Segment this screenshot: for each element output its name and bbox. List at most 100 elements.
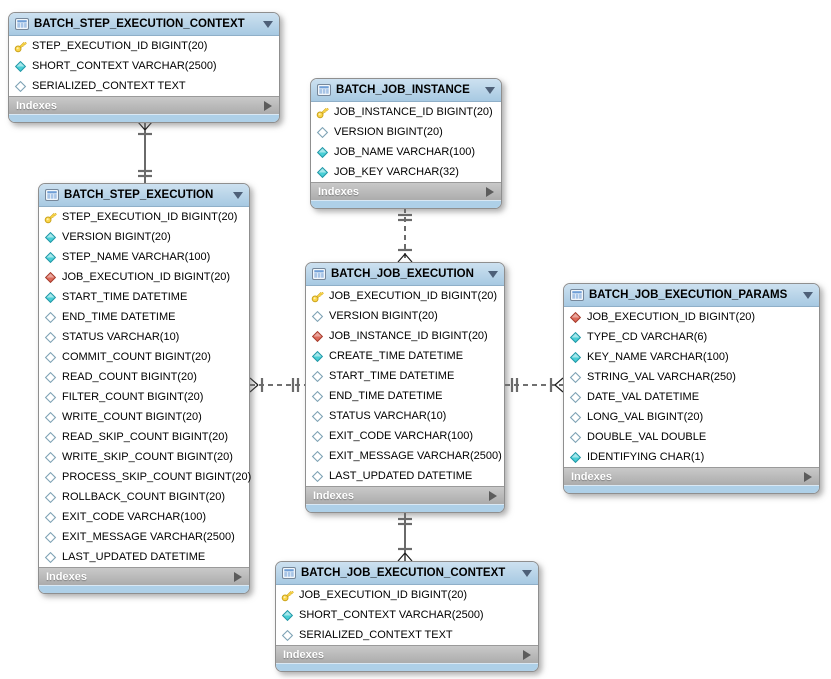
column-row-job_execution_id[interactable]: JOB_EXECUTION_ID BIGINT(20) (39, 267, 249, 287)
column-row-job_instance_id[interactable]: JOB_INSTANCE_ID BIGINT(20) (311, 102, 501, 122)
column-row-commit_count[interactable]: COMMIT_COUNT BIGINT(20) (39, 347, 249, 367)
table-node-batch_step_execution[interactable]: BATCH_STEP_EXECUTION STEP_EXECUTION_ID B… (38, 183, 251, 594)
column-row-short_context[interactable]: SHORT_CONTEXT VARCHAR(2500) (276, 605, 538, 625)
collapse-arrow-icon[interactable] (522, 569, 532, 577)
rel-step-execution-context-to-step-execution[interactable] (137, 121, 153, 183)
column-row-version[interactable]: VERSION BIGINT(20) (39, 227, 249, 247)
required-column-icon (281, 609, 294, 622)
required-column-icon (569, 451, 582, 464)
column-row-key_name[interactable]: KEY_NAME VARCHAR(100) (564, 347, 819, 367)
column-row-date_val[interactable]: DATE_VAL DATETIME (564, 387, 819, 407)
table-bottom-strip (564, 485, 819, 493)
column-row-type_cd[interactable]: TYPE_CD VARCHAR(6) (564, 327, 819, 347)
column-row-status[interactable]: STATUS VARCHAR(10) (306, 406, 504, 426)
required-column-icon (44, 251, 57, 264)
collapse-arrow-icon[interactable] (233, 191, 243, 199)
connector-segment (404, 552, 413, 562)
expand-arrow-icon (486, 186, 494, 197)
column-row-exit_code[interactable]: EXIT_CODE VARCHAR(100) (39, 507, 249, 527)
column-row-job_name[interactable]: JOB_NAME VARCHAR(100) (311, 142, 501, 162)
table-bottom-strip (9, 114, 279, 122)
column-row-rollback_count[interactable]: ROLLBACK_COUNT BIGINT(20) (39, 487, 249, 507)
column-row-version[interactable]: VERSION BIGINT(20) (306, 306, 504, 326)
connector-segment (144, 121, 153, 131)
column-row-start_time[interactable]: START_TIME DATETIME (39, 287, 249, 307)
collapse-arrow-icon[interactable] (485, 86, 495, 94)
column-row-end_time[interactable]: END_TIME DATETIME (39, 307, 249, 327)
indexes-section[interactable]: Indexes (39, 567, 249, 585)
column-row-job_execution_id[interactable]: JOB_EXECUTION_ID BIGINT(20) (306, 286, 504, 306)
column-row-exit_message[interactable]: EXIT_MESSAGE VARCHAR(2500) (39, 527, 249, 547)
column-row-create_time[interactable]: CREATE_TIME DATETIME (306, 346, 504, 366)
column-row-step_execution_id[interactable]: STEP_EXECUTION_ID BIGINT(20) (39, 207, 249, 227)
column-row-job_instance_id[interactable]: JOB_INSTANCE_ID BIGINT(20) (306, 326, 504, 346)
column-row-end_time[interactable]: END_TIME DATETIME (306, 386, 504, 406)
nullable-column-icon (311, 430, 324, 443)
column-row-long_val[interactable]: LONG_VAL BIGINT(20) (564, 407, 819, 427)
column-label: LAST_UPDATED DATETIME (62, 551, 206, 563)
rel-job-execution-to-context[interactable] (397, 512, 413, 562)
table-header[interactable]: BATCH_JOB_INSTANCE (311, 79, 501, 102)
column-row-job_execution_id[interactable]: JOB_EXECUTION_ID BIGINT(20) (564, 307, 819, 327)
column-label: WRITE_SKIP_COUNT BIGINT(20) (62, 451, 233, 463)
table-node-batch_job_execution_context[interactable]: BATCH_JOB_EXECUTION_CONTEXT JOB_EXECUTIO… (275, 561, 539, 672)
collapse-arrow-icon[interactable] (803, 291, 813, 299)
indexes-section[interactable]: Indexes (9, 96, 279, 114)
nullable-column-icon (311, 370, 324, 383)
column-label: IDENTIFYING CHAR(1) (587, 451, 705, 463)
column-row-serialized_context[interactable]: SERIALIZED_CONTEXT TEXT (9, 76, 279, 96)
column-row-step_name[interactable]: STEP_NAME VARCHAR(100) (39, 247, 249, 267)
table-header[interactable]: BATCH_JOB_EXECUTION_CONTEXT (276, 562, 538, 585)
column-row-process_skip_count[interactable]: PROCESS_SKIP_COUNT BIGINT(20) (39, 467, 251, 487)
indexes-section[interactable]: Indexes (306, 486, 504, 504)
table-header[interactable]: BATCH_STEP_EXECUTION (39, 184, 249, 207)
required-column-icon (569, 351, 582, 364)
indexes-section[interactable]: Indexes (564, 467, 819, 485)
column-label: VERSION BIGINT(20) (334, 126, 443, 138)
table-node-batch_job_execution[interactable]: BATCH_JOB_EXECUTION JOB_EXECUTION_ID BIG… (305, 262, 505, 513)
primary-key-icon (14, 40, 27, 53)
column-list: JOB_EXECUTION_ID BIGINT(20)TYPE_CD VARCH… (564, 307, 819, 467)
column-row-exit_message[interactable]: EXIT_MESSAGE VARCHAR(2500) (306, 446, 504, 466)
column-row-write_skip_count[interactable]: WRITE_SKIP_COUNT BIGINT(20) (39, 447, 249, 467)
table-node-batch_job_instance[interactable]: BATCH_JOB_INSTANCE JOB_INSTANCE_ID BIGIN… (310, 78, 502, 209)
column-row-short_context[interactable]: SHORT_CONTEXT VARCHAR(2500) (9, 56, 279, 76)
table-node-batch_job_execution_params[interactable]: BATCH_JOB_EXECUTION_PARAMS JOB_EXECUTION… (563, 283, 820, 494)
column-label: JOB_EXECUTION_ID BIGINT(20) (299, 589, 468, 601)
column-row-filter_count[interactable]: FILTER_COUNT BIGINT(20) (39, 387, 249, 407)
table-node-batch_step_execution_context[interactable]: BATCH_STEP_EXECUTION_CONTEXT STEP_EXECUT… (8, 12, 280, 123)
column-row-version[interactable]: VERSION BIGINT(20) (311, 122, 501, 142)
column-row-double_val[interactable]: DOUBLE_VAL DOUBLE (564, 427, 819, 447)
collapse-arrow-icon[interactable] (488, 270, 498, 278)
column-row-start_time[interactable]: START_TIME DATETIME (306, 366, 504, 386)
column-row-string_val[interactable]: STRING_VAL VARCHAR(250) (564, 367, 819, 387)
column-label: COMMIT_COUNT BIGINT(20) (62, 351, 211, 363)
table-header[interactable]: BATCH_JOB_EXECUTION (306, 263, 504, 286)
rel-job-instance-to-job-execution[interactable] (397, 208, 413, 263)
indexes-section[interactable]: Indexes (276, 645, 538, 663)
table-title: BATCH_JOB_EXECUTION (331, 268, 474, 280)
column-row-status[interactable]: STATUS VARCHAR(10) (39, 327, 249, 347)
collapse-arrow-icon[interactable] (263, 20, 273, 28)
column-row-serialized_context[interactable]: SERIALIZED_CONTEXT TEXT (276, 625, 538, 645)
column-row-read_count[interactable]: READ_COUNT BIGINT(20) (39, 367, 249, 387)
table-header[interactable]: BATCH_JOB_EXECUTION_PARAMS (564, 284, 819, 307)
column-row-identifying[interactable]: IDENTIFYING CHAR(1) (564, 447, 819, 467)
rel-job-execution-to-params[interactable] (505, 377, 564, 393)
column-row-job_key[interactable]: JOB_KEY VARCHAR(32) (311, 162, 501, 182)
column-row-write_count[interactable]: WRITE_COUNT BIGINT(20) (39, 407, 249, 427)
table-header[interactable]: BATCH_STEP_EXECUTION_CONTEXT (9, 13, 279, 36)
indexes-section[interactable]: Indexes (311, 182, 501, 200)
column-row-last_updated[interactable]: LAST_UPDATED DATETIME (39, 547, 249, 567)
column-row-exit_code[interactable]: EXIT_CODE VARCHAR(100) (306, 426, 504, 446)
connector-segment (249, 377, 259, 386)
foreign-key-icon (569, 311, 582, 324)
column-row-job_execution_id[interactable]: JOB_EXECUTION_ID BIGINT(20) (276, 585, 538, 605)
column-row-step_execution_id[interactable]: STEP_EXECUTION_ID BIGINT(20) (9, 36, 279, 56)
column-label: JOB_EXECUTION_ID BIGINT(20) (62, 271, 231, 283)
column-list: JOB_EXECUTION_ID BIGINT(20)VERSION BIGIN… (306, 286, 504, 486)
column-row-read_skip_count[interactable]: READ_SKIP_COUNT BIGINT(20) (39, 427, 249, 447)
required-column-icon (569, 331, 582, 344)
rel-step-execution-to-job-execution[interactable] (249, 377, 305, 393)
column-row-last_updated[interactable]: LAST_UPDATED DATETIME (306, 466, 504, 486)
